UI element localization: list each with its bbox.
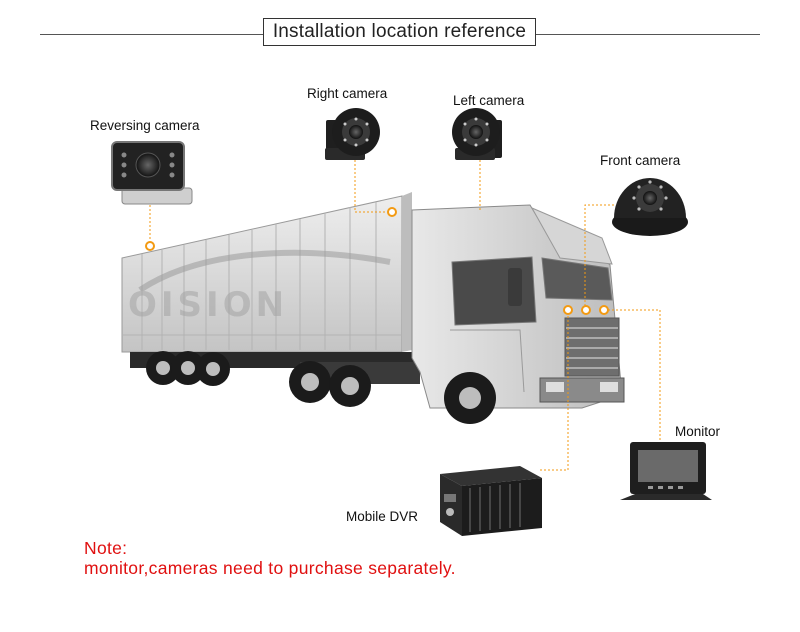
front-connector [584, 204, 614, 310]
truck-wheels [146, 351, 496, 424]
reversing-mount-dot [145, 241, 155, 251]
watermark-text: OISION [128, 285, 288, 325]
monitor-icon [620, 442, 712, 500]
front-mount-dot-3 [599, 305, 609, 315]
reversing-camera-label: Reversing camera [90, 118, 200, 133]
mount-points [145, 207, 609, 315]
right-mount-dot [387, 207, 397, 217]
mobile-dvr-label: Mobile DVR [346, 509, 419, 524]
reversing-camera-icon [111, 141, 193, 205]
truck-illustration: OISION [121, 192, 625, 424]
connector-lines [149, 160, 661, 471]
front-mount-dot-1 [563, 305, 573, 315]
monitor-connector [604, 309, 661, 440]
front-camera-icon [612, 178, 688, 236]
right-camera-icon [325, 108, 380, 160]
title-rule-right [536, 34, 760, 35]
page-title: Installation location reference [263, 18, 536, 46]
left-camera-icon [452, 108, 502, 160]
monitor-label: Monitor [675, 424, 721, 439]
front-mount-dot-2 [581, 305, 591, 315]
note-text: monitor,cameras need to purchase separat… [84, 558, 456, 578]
right-camera-label: Right camera [307, 86, 388, 101]
watermark-logo: OISION [128, 249, 391, 325]
dvr-connector [540, 312, 569, 471]
left-camera-label: Left camera [453, 93, 525, 108]
title-rule-left [40, 34, 263, 35]
mobile-dvr-icon [440, 466, 542, 536]
front-camera-label: Front camera [600, 153, 681, 168]
trailer-panel-lines [122, 202, 402, 350]
note-heading: Note: [84, 538, 128, 558]
